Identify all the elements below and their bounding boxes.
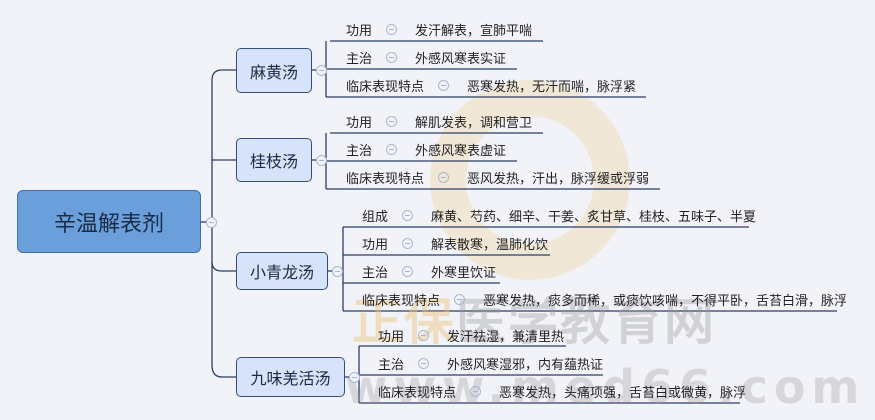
leaf-item[interactable]: 临床表现特点 恶寒发热，无汗而喘，脉浮紧 <box>330 75 636 95</box>
branch-jiuweiqianghuo[interactable]: 九味羌活汤 <box>236 357 345 397</box>
leaf-label: 主治 <box>346 143 373 159</box>
leaf-value: 解肌发表，调和营卫 <box>415 115 533 131</box>
leaf-label: 主治 <box>362 265 389 281</box>
leaf-label: 临床表现特点 <box>346 79 425 95</box>
leaf-value: 外感风寒表虚证 <box>415 143 507 159</box>
leaf-item[interactable]: 功用 解肌发表，调和营卫 <box>330 111 532 131</box>
leaf-label: 主治 <box>346 51 373 67</box>
collapse-icon[interactable] <box>402 209 414 221</box>
leaf-item[interactable]: 主治 外寒里饮证 <box>346 261 496 281</box>
leaf-value: 恶寒发热，痰多而稀，或痰饮咳喘，不得平卧，舌苔白滑，脉浮 <box>483 293 848 309</box>
collapse-icon[interactable] <box>386 115 398 127</box>
leaf-label: 功用 <box>362 237 389 253</box>
collapse-icon[interactable] <box>386 23 398 35</box>
leaf-item[interactable]: 功用 解表散寒，温肺化饮 <box>346 233 548 253</box>
collapse-icon[interactable] <box>438 79 450 91</box>
leaf-value: 发汗祛湿，兼清里热 <box>447 329 565 345</box>
leaf-item[interactable]: 功用 发汗祛湿，兼清里热 <box>362 325 564 345</box>
collapse-icon[interactable] <box>454 293 466 305</box>
leaf-item[interactable]: 主治 外感风寒表实证 <box>330 47 506 67</box>
leaf-item[interactable]: 主治 外感风寒湿邪，内有蕴热证 <box>362 353 603 373</box>
collapse-icon[interactable] <box>349 372 360 383</box>
branch-xiaoqinglong[interactable]: 小青龙汤 <box>236 252 328 290</box>
leaf-label: 功用 <box>346 23 373 39</box>
leaf-label: 功用 <box>346 115 373 131</box>
leaf-value: 发汗解表，宣肺平喘 <box>415 23 533 39</box>
leaf-label: 临床表现特点 <box>362 293 441 309</box>
collapse-icon[interactable] <box>386 51 398 63</box>
leaf-item[interactable]: 组成 麻黄、芍药、细辛、干姜、炙甘草、桂枝、五味子、半夏 <box>346 205 756 225</box>
collapse-icon[interactable] <box>418 329 430 341</box>
leaf-value: 外感风寒湿邪，内有蕴热证 <box>447 357 604 373</box>
collapse-icon[interactable] <box>418 357 430 369</box>
leaf-label: 功用 <box>378 329 405 345</box>
collapse-icon[interactable] <box>402 237 414 249</box>
branch-mahuang[interactable]: 麻黄汤 <box>236 48 312 93</box>
collapse-icon[interactable] <box>316 65 327 76</box>
leaf-label: 临床表现特点 <box>378 385 457 401</box>
collapse-icon[interactable] <box>438 171 450 183</box>
root-node[interactable]: 辛温解表剂 <box>17 190 201 253</box>
leaf-item[interactable]: 临床表现特点 恶寒发热，头痛项强，舌苔白或微黄，脉浮 <box>362 381 746 401</box>
leaf-value: 恶寒发热，头痛项强，舌苔白或微黄，脉浮 <box>499 385 747 401</box>
leaf-value: 外感风寒表实证 <box>415 51 507 67</box>
leaf-item[interactable]: 临床表现特点 恶寒发热，痰多而稀，或痰饮咳喘，不得平卧，舌苔白滑，脉浮 <box>346 289 847 309</box>
leaf-item[interactable]: 主治 外感风寒表虚证 <box>330 139 506 159</box>
branch-guizhi[interactable]: 桂枝汤 <box>236 138 312 182</box>
leaf-value: 恶风发热，汗出，脉浮缓或浮弱 <box>467 171 650 187</box>
leaf-value: 恶寒发热，无汗而喘，脉浮紧 <box>467 79 637 95</box>
leaf-label: 主治 <box>378 357 405 373</box>
leaf-label: 临床表现特点 <box>346 171 425 187</box>
collapse-icon[interactable] <box>316 155 327 166</box>
collapse-icon[interactable] <box>402 265 414 277</box>
leaf-value: 解表散寒，温肺化饮 <box>431 237 549 253</box>
collapse-icon[interactable] <box>332 266 343 277</box>
collapse-icon[interactable] <box>470 385 482 397</box>
leaf-item[interactable]: 功用 发汗解表，宣肺平喘 <box>330 19 532 39</box>
leaf-value: 外寒里饮证 <box>431 265 497 281</box>
collapse-icon[interactable] <box>206 217 217 228</box>
leaf-label: 组成 <box>362 209 389 225</box>
leaf-value: 麻黄、芍药、细辛、干姜、炙甘草、桂枝、五味子、半夏 <box>431 209 757 225</box>
leaf-item[interactable]: 临床表现特点 恶风发热，汗出，脉浮缓或浮弱 <box>330 167 649 187</box>
collapse-icon[interactable] <box>386 143 398 155</box>
